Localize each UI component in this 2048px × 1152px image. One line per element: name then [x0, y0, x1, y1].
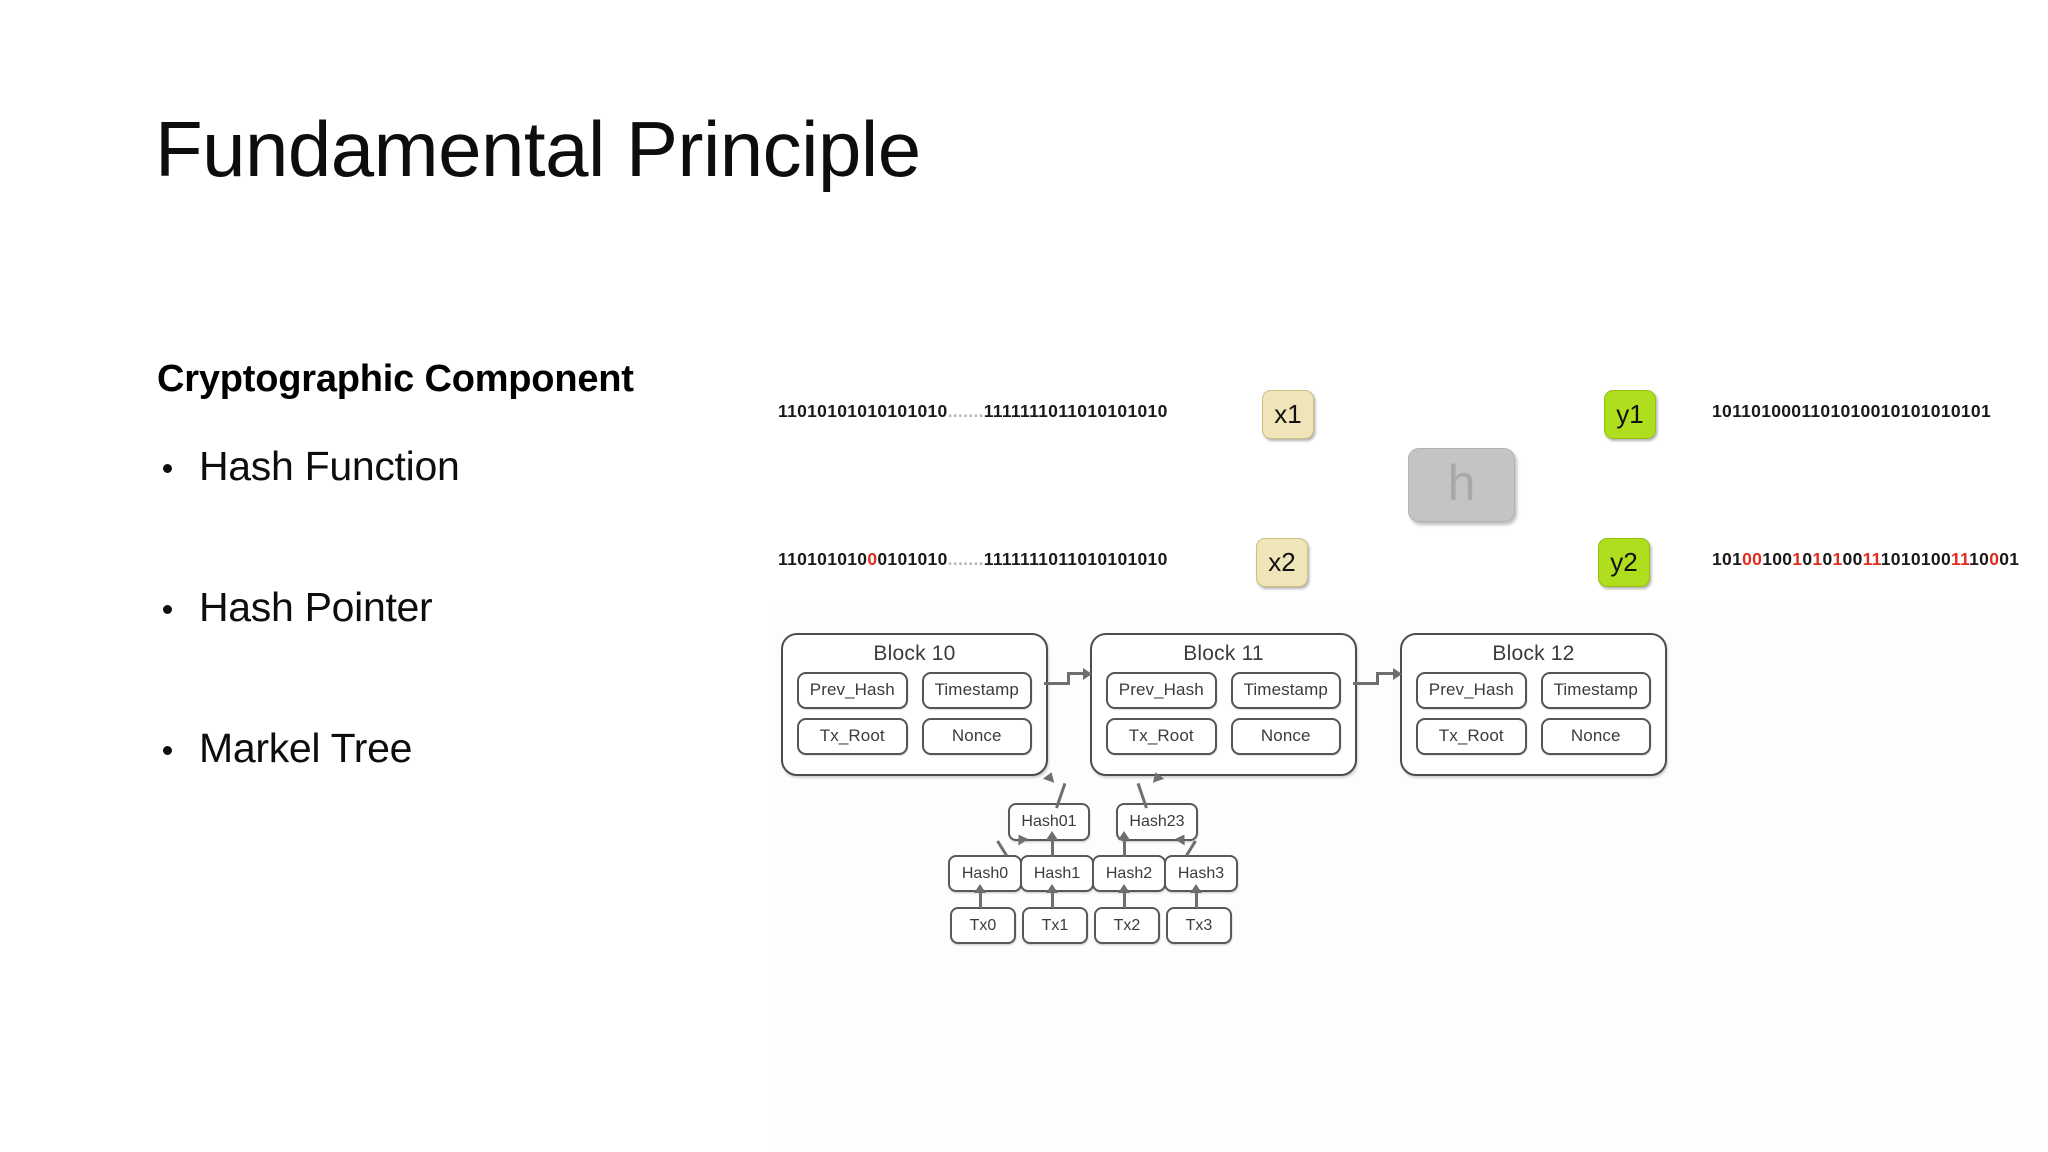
hash-function-node: h [1408, 448, 1515, 522]
merkle-node-tx0: Tx0 [950, 907, 1016, 944]
page-title: Fundamental Principle [155, 105, 921, 193]
input-node-x2: x2 [1256, 538, 1308, 587]
block-10-title: Block 10 [873, 642, 956, 665]
output-node-y1: y1 [1604, 390, 1656, 439]
block-10-field-tx-root: Tx_Root [797, 718, 908, 755]
block-12-field-timestamp: Timestamp [1540, 672, 1651, 709]
block-10-field-timestamp: Timestamp [921, 672, 1032, 709]
merkle-node-tx1: Tx1 [1022, 907, 1088, 944]
list-item-hash-pointer: Hash Pointer [157, 583, 777, 630]
section-heading: Cryptographic Component [157, 358, 634, 400]
input-node-x2-label: x2 [1268, 547, 1296, 577]
hash-function-diagram: 11010101010101010.......1111111011010101… [770, 370, 2048, 600]
block-10: Block 10 Prev_Hash Timestamp Tx_Root Non… [781, 633, 1048, 776]
block-11: Block 11 Prev_Hash Timestamp Tx_Root Non… [1090, 633, 1357, 776]
output-node-y2-label: y2 [1610, 547, 1638, 577]
output-2-bitstring: 1010010010101001110101001110001 [1712, 549, 2020, 569]
bullet-list: Hash Function Hash Pointer Markel Tree [157, 442, 777, 771]
block-12-field-prev-hash: Prev_Hash [1416, 672, 1527, 709]
list-item-label: Hash Pointer [199, 583, 433, 630]
list-item-hash-function: Hash Function [157, 442, 777, 489]
output-node-y1-label: y1 [1616, 399, 1644, 429]
bullet-dot-icon [163, 464, 172, 474]
merkle-node-tx2: Tx2 [1094, 907, 1160, 944]
block-11-field-prev-hash: Prev_Hash [1106, 672, 1217, 709]
block-12-field-tx-root: Tx_Root [1416, 718, 1527, 755]
list-item-label: Markel Tree [199, 724, 413, 771]
blockchain-diagram: Block 10 Prev_Hash Timestamp Tx_Root Non… [770, 600, 2048, 1152]
output-1-bitstring: 1011010001101010010101010101 [1712, 401, 1991, 421]
figures-region: 11010101010101010.......1111111011010101… [770, 370, 2048, 1152]
merkle-node-hash01: Hash01 [1008, 803, 1090, 841]
input-2-bitstring: 11010101000101010.......1111111011010101… [778, 549, 1168, 569]
hash-function-label: h [1447, 454, 1476, 511]
block-10-field-prev-hash: Prev_Hash [797, 672, 908, 709]
input-node-x1: x1 [1262, 390, 1314, 439]
block-11-field-nonce: Nonce [1230, 718, 1341, 755]
input-1-bitstring: 11010101010101010.......1111111011010101… [778, 401, 1168, 421]
list-item-label: Hash Function [199, 442, 460, 489]
block-12-field-nonce: Nonce [1540, 718, 1651, 755]
block-12: Block 12 Prev_Hash Timestamp Tx_Root Non… [1400, 633, 1667, 776]
content-column: Cryptographic Component Hash Function Ha… [157, 358, 777, 771]
block-10-field-nonce: Nonce [921, 718, 1032, 755]
block-12-title: Block 12 [1492, 642, 1575, 665]
merkle-node-tx3: Tx3 [1166, 907, 1232, 944]
list-item-markel-tree: Markel Tree [157, 724, 777, 771]
block-11-field-tx-root: Tx_Root [1106, 718, 1217, 755]
block-11-title: Block 11 [1183, 642, 1264, 665]
input-node-x1-label: x1 [1274, 399, 1302, 429]
block-11-field-timestamp: Timestamp [1230, 672, 1341, 709]
bullet-dot-icon [163, 746, 172, 756]
bullet-dot-icon [163, 605, 172, 615]
output-node-y2: y2 [1598, 538, 1650, 587]
